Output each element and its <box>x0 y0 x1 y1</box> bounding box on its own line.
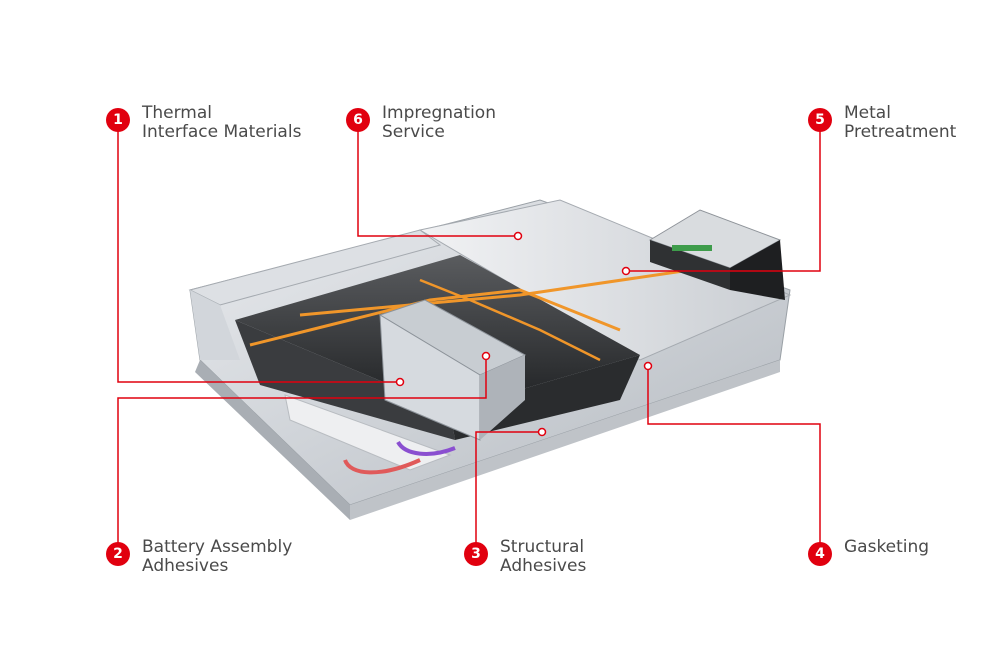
callout-metal-pretreatment: 5 Metal Pretreatment <box>808 104 956 142</box>
callout-gasketing: 4 Gasketing <box>808 538 929 566</box>
callout-text: Metal Pretreatment <box>844 104 956 142</box>
callout-text: Gasketing <box>844 538 929 557</box>
callout-line: Battery Assembly <box>142 537 293 557</box>
battery-management-unit <box>648 209 785 300</box>
callout-number-badge: 1 <box>106 108 130 132</box>
callout-impregnation-service: 6 Impregnation Service <box>346 104 496 142</box>
callout-number-badge: 2 <box>106 542 130 566</box>
callout-text: Structural Adhesives <box>500 538 586 576</box>
callout-line: Metal <box>844 103 891 123</box>
callout-text: Thermal Interface Materials <box>142 104 301 142</box>
leader-lines <box>117 128 821 548</box>
callout-line: Adhesives <box>500 556 587 576</box>
callout-number-badge: 6 <box>346 108 370 132</box>
callout-line: Service <box>382 122 445 142</box>
callout-line: Thermal <box>142 103 213 123</box>
callout-line: Interface Materials <box>142 122 302 142</box>
callout-line: Pretreatment <box>844 122 957 142</box>
cover-plate <box>188 199 792 361</box>
callout-battery-assembly-adhesives: 2 Battery Assembly Adhesives <box>106 538 292 576</box>
cooling-lines <box>343 440 456 475</box>
callout-line: Gasketing <box>844 537 930 557</box>
callout-structural-adhesives: 3 Structural Adhesives <box>464 538 586 576</box>
callout-number-badge: 5 <box>808 108 832 132</box>
callout-line: Impregnation <box>382 103 496 123</box>
callout-line: Structural <box>500 537 585 557</box>
leader-endpoints <box>395 231 653 437</box>
callout-text: Battery Assembly Adhesives <box>142 538 292 576</box>
callout-line: Adhesives <box>142 556 229 576</box>
callout-number-badge: 3 <box>464 542 488 566</box>
callout-thermal-interface-materials: 1 Thermal Interface Materials <box>106 104 301 142</box>
callout-text: Impregnation Service <box>382 104 496 142</box>
callout-number-badge: 4 <box>808 542 832 566</box>
